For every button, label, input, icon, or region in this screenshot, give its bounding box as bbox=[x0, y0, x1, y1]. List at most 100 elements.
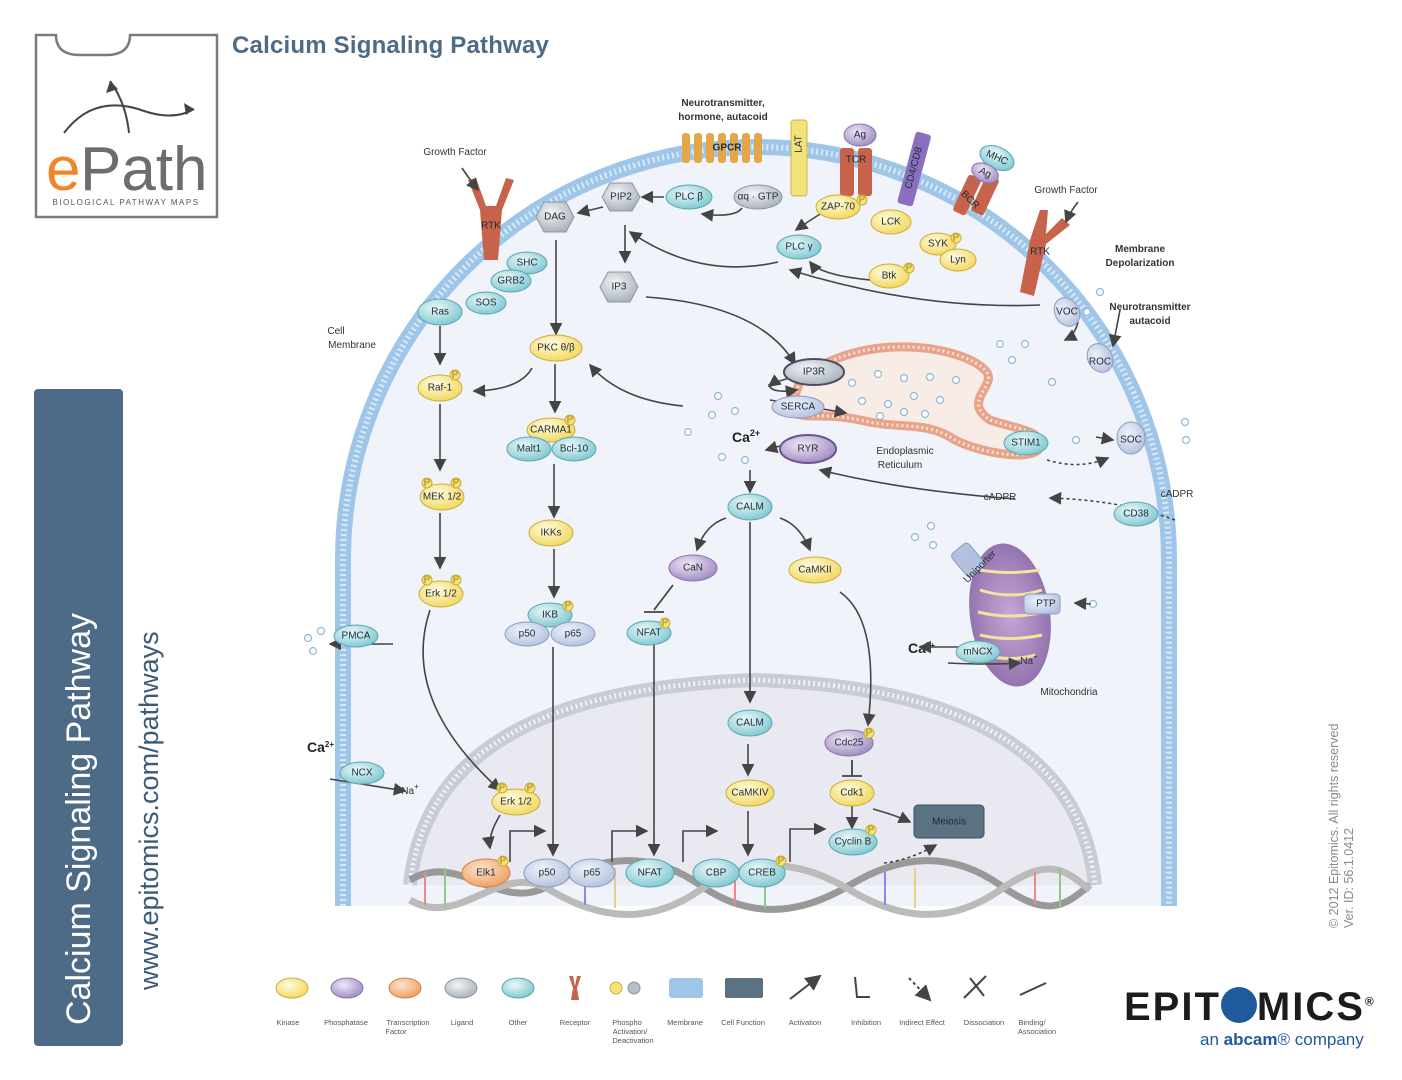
calm-node-2[interactable]: CALM bbox=[727, 709, 773, 737]
camkiv-node[interactable]: CaMKIV bbox=[725, 779, 775, 807]
plcg-node[interactable]: PLC γ bbox=[776, 234, 822, 260]
logo-e: e bbox=[46, 135, 80, 204]
meiosis-box[interactable]: Meiosis bbox=[913, 804, 985, 839]
voc-node[interactable]: VOC bbox=[1056, 307, 1078, 318]
nfat-node-2[interactable]: NFAT bbox=[625, 858, 675, 888]
malt1-node[interactable]: Malt1 bbox=[506, 436, 552, 462]
svg-text:p65: p65 bbox=[565, 629, 582, 640]
zap70-node[interactable]: ZAP-70 bbox=[815, 194, 861, 220]
calcium-ions bbox=[303, 287, 1191, 656]
raf1-node[interactable]: Raf-1 bbox=[417, 374, 463, 402]
bcr-complex[interactable]: MHC Ag BCR bbox=[952, 140, 1018, 216]
legend-dissociation: Dissociation bbox=[963, 975, 1004, 1027]
svg-text:Membrane: Membrane bbox=[667, 1018, 703, 1027]
svg-text:CaMKIV: CaMKIV bbox=[731, 788, 769, 799]
serca-node[interactable]: SERCA bbox=[771, 395, 825, 419]
ras-node[interactable]: Ras bbox=[417, 298, 463, 326]
ryr-node[interactable]: RYR bbox=[779, 434, 837, 464]
transcription-arrows bbox=[509, 822, 827, 862]
svg-text:NFAT: NFAT bbox=[637, 628, 662, 639]
p50-node-2[interactable]: p50 bbox=[523, 858, 571, 888]
svg-text:Binding/: Binding/ bbox=[1018, 1018, 1046, 1027]
camkii-node[interactable]: CaMKII bbox=[788, 556, 842, 584]
svg-text:Factor: Factor bbox=[385, 1027, 407, 1036]
svg-text:VOC: VOC bbox=[1056, 307, 1078, 318]
syk-node[interactable]: SYK bbox=[919, 232, 957, 256]
btk-node[interactable]: Btk bbox=[868, 263, 910, 289]
svg-text:Bcl-10: Bcl-10 bbox=[560, 444, 589, 455]
sos-node[interactable]: SOS bbox=[465, 291, 507, 315]
p65-node-2[interactable]: p65 bbox=[568, 858, 616, 888]
ip3-node[interactable]: IP3 bbox=[599, 271, 639, 303]
pathway-nodes[interactable]: PIP2 DAG IP3 PLC β αq · GTP ZAP-70 LCK P… bbox=[333, 182, 1159, 888]
ptp-node[interactable]: PTP bbox=[1023, 593, 1061, 615]
cyclinb-node[interactable]: Cyclin B bbox=[828, 828, 878, 856]
svg-text:ROC: ROC bbox=[1089, 357, 1111, 368]
gpcr-receptor[interactable]: GPCR bbox=[682, 133, 762, 163]
ip3r-node[interactable]: IP3R bbox=[783, 358, 845, 386]
tcr-complex[interactable]: Ag TCR bbox=[840, 123, 877, 196]
phospho-badge-label: P bbox=[778, 856, 785, 867]
ikb-node[interactable]: IKB bbox=[527, 602, 573, 628]
pkc-node[interactable]: PKC θ/β bbox=[529, 334, 583, 362]
gtp-node[interactable]: αq · GTP bbox=[733, 184, 783, 210]
er-label-2: Reticulum bbox=[878, 460, 922, 471]
cbp-node[interactable]: CBP bbox=[692, 858, 740, 888]
p50-node-1[interactable]: p50 bbox=[504, 621, 550, 647]
plcb-node[interactable]: PLC β bbox=[665, 184, 713, 210]
dag-node[interactable]: DAG bbox=[535, 201, 575, 233]
carma1-node[interactable]: CARMA1 bbox=[526, 417, 576, 443]
erk2-node[interactable]: Erk 1/2 bbox=[491, 788, 541, 816]
stim1-node[interactable]: STIM1 bbox=[1003, 430, 1049, 456]
indirect-arrows bbox=[883, 456, 1176, 864]
lck-node[interactable]: LCK bbox=[870, 209, 912, 235]
svg-text:PKC θ/β: PKC θ/β bbox=[537, 343, 575, 354]
legend-kinase: Kinase bbox=[275, 977, 309, 1027]
lyn-node[interactable]: Lyn bbox=[939, 248, 977, 272]
grb2-node[interactable]: GRB2 bbox=[490, 269, 532, 293]
soc-node[interactable]: SOC bbox=[1120, 435, 1142, 446]
lat-label: LAT bbox=[794, 135, 805, 153]
phospho-badge-label: P bbox=[527, 783, 534, 794]
cdc25-node[interactable]: Cdc25 bbox=[824, 729, 874, 757]
phospho-badge-label: P bbox=[866, 728, 873, 739]
svg-text:Kinase: Kinase bbox=[277, 1018, 300, 1027]
cdk1-node[interactable]: Cdk1 bbox=[829, 779, 875, 807]
svg-text:Ligand: Ligand bbox=[451, 1018, 474, 1027]
svg-text:CREB: CREB bbox=[748, 868, 776, 879]
epath-logo: e Path BIOLOGICAL PATHWAY MAPS bbox=[34, 33, 219, 219]
roc-node[interactable]: ROC bbox=[1089, 357, 1111, 368]
p65-node-1[interactable]: p65 bbox=[550, 621, 596, 647]
phospho-badge-label: P bbox=[662, 618, 669, 629]
erk1-node[interactable]: Erk 1/2 bbox=[418, 580, 464, 608]
can-node[interactable]: CaN bbox=[668, 554, 718, 582]
pmca-node[interactable]: PMCA bbox=[333, 624, 379, 648]
rtk-right[interactable]: RTK bbox=[1020, 210, 1070, 296]
elk1-node[interactable]: Elk1 bbox=[461, 858, 511, 888]
svg-text:Transcription: Transcription bbox=[386, 1018, 429, 1027]
brand-registered: ® bbox=[1364, 994, 1376, 1009]
calcium-label: Ca2+ bbox=[732, 428, 760, 445]
rtk-left[interactable]: RTK bbox=[468, 178, 514, 260]
svg-text:Erk 1/2: Erk 1/2 bbox=[500, 797, 532, 808]
svg-text:CaN: CaN bbox=[683, 563, 703, 574]
mncx-node[interactable]: mNCX bbox=[955, 640, 1001, 664]
lat-receptor[interactable]: LAT bbox=[790, 119, 808, 197]
cadpr-label-2: cADPR bbox=[1161, 489, 1194, 500]
ncx-node[interactable]: NCX bbox=[339, 761, 385, 785]
mek-node[interactable]: MEK 1/2 bbox=[419, 483, 465, 511]
svg-text:SOS: SOS bbox=[475, 298, 496, 309]
brand-name-b: MICS bbox=[1256, 985, 1365, 1029]
cd38-node[interactable]: CD38 bbox=[1113, 501, 1159, 527]
bcl10-node[interactable]: Bcl-10 bbox=[551, 436, 597, 462]
nfat-node-1[interactable]: NFAT bbox=[626, 620, 672, 646]
phospho-badge-label: P bbox=[953, 233, 960, 244]
ikks-node[interactable]: IKKs bbox=[528, 519, 574, 547]
channels bbox=[951, 297, 1146, 578]
creb-node[interactable]: CREB bbox=[738, 858, 786, 888]
calm-node-1[interactable]: CALM bbox=[727, 493, 773, 521]
pip2-node[interactable]: PIP2 bbox=[601, 182, 641, 212]
svg-text:CARMA1: CARMA1 bbox=[530, 425, 572, 436]
